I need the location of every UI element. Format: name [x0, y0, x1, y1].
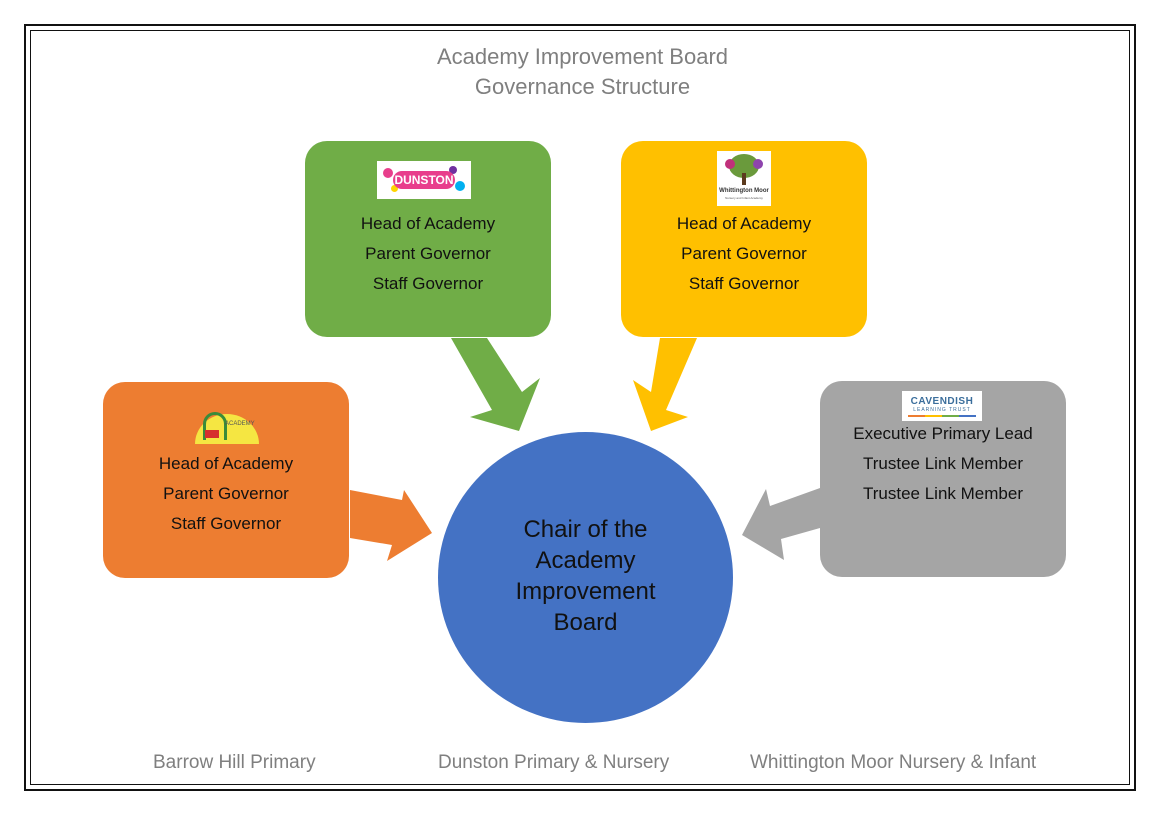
whittington-moor-logo-text: Whittington Moor — [719, 188, 769, 194]
inner-border — [30, 30, 1130, 785]
barrow-hill-line-1: Head of Academy — [158, 454, 294, 473]
dunston-governor-box: DUNSTON Head of Academy Parent Governor … — [305, 141, 551, 337]
dunston-line-2: Parent Governor — [365, 244, 491, 263]
chair-line-1: Chair of the — [523, 516, 648, 543]
arrow-whittington-to-chair — [633, 338, 697, 431]
cavendish-logo: CAVENDISH LEARNING TRUST — [902, 391, 982, 421]
whittington-moor-logo: Whittington Moor Nursery and Infant Acad… — [717, 151, 771, 206]
arrow-dunston-to-chair — [451, 338, 540, 431]
cavendish-line-1: Executive Primary Lead — [853, 424, 1033, 443]
footer-whittington-moor: Whittington Moor Nursery & Infant — [750, 752, 1037, 773]
chair-line-4: Board — [553, 609, 618, 636]
cavendish-logo-subtext: LEARNING TRUST — [913, 407, 971, 413]
chair-line-2: Academy — [535, 547, 636, 574]
dunston-logo: DUNSTON — [377, 161, 471, 199]
whittington-line-1: Head of Academy — [676, 214, 812, 233]
dunston-line-1: Head of Academy — [360, 214, 496, 233]
arrow-barrow-hill-to-chair — [350, 490, 432, 561]
footer-barrow-hill: Barrow Hill Primary — [153, 752, 316, 773]
cavendish-logo-text: CAVENDISH — [910, 396, 974, 407]
barrow-hill-governor-box: ACADEMY Head of Academy Parent Governor … — [103, 382, 349, 578]
dunston-logo-text: DUNSTON — [394, 173, 454, 187]
cavendish-line-2: Trustee Link Member — [863, 454, 1023, 473]
barrow-hill-logo-text: ACADEMY — [225, 421, 255, 427]
cavendish-governor-box: CAVENDISH LEARNING TRUST Executive Prima… — [820, 381, 1066, 577]
footer-dunston: Dunston Primary & Nursery — [438, 752, 670, 773]
cavendish-line-3: Trustee Link Member — [863, 484, 1023, 503]
diagram-title-line-1: Academy Improvement Board — [436, 44, 729, 69]
whittington-moor-logo-subtext: Nursery and Infant Academy — [725, 196, 763, 200]
chair-line-3: Improvement — [515, 578, 656, 605]
whittington-line-2: Parent Governor — [681, 244, 807, 263]
dunston-line-3: Staff Governor — [372, 274, 484, 293]
arrow-cavendish-to-chair — [742, 488, 820, 560]
barrow-hill-line-2: Parent Governor — [163, 484, 289, 503]
barrow-hill-logo: ACADEMY — [187, 408, 263, 444]
chair-of-board-circle: Chair of the Academy Improvement Board — [438, 432, 733, 723]
barrow-hill-line-3: Staff Governor — [170, 514, 282, 533]
diagram-title-line-2: Governance Structure — [474, 74, 691, 99]
whittington-moor-governor-box: Whittington Moor Nursery and Infant Acad… — [621, 141, 867, 337]
outer-border — [24, 24, 1136, 791]
whittington-line-3: Staff Governor — [688, 274, 800, 293]
